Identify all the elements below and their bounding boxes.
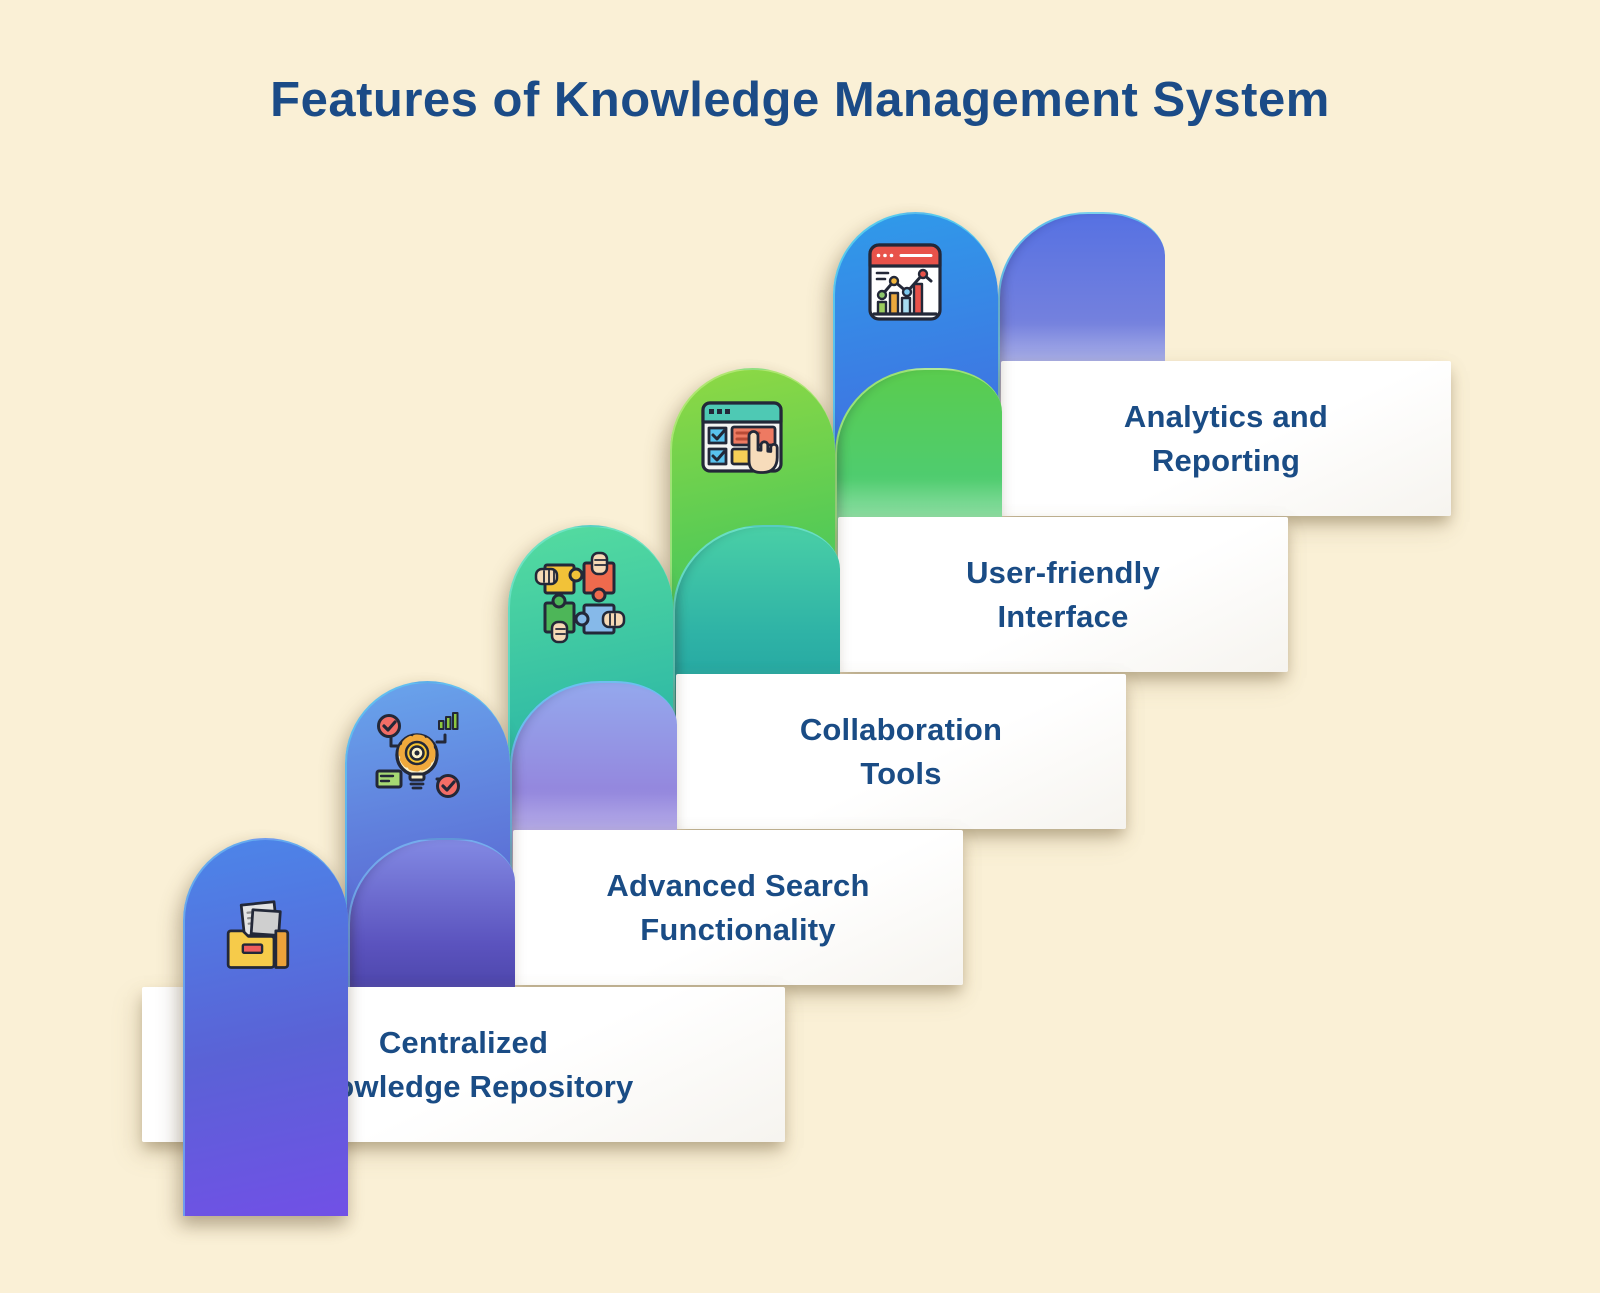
feature-label-line: Knowledge Repository <box>293 1068 634 1104</box>
feature-label-line: Centralized <box>378 1025 549 1061</box>
puzzle-pieces-icon <box>534 551 626 644</box>
feature-label-line: Advanced Search <box>606 868 870 904</box>
feature-label-line: Functionality <box>640 911 836 947</box>
feature-label-line: Tools <box>860 755 942 791</box>
feature-card: Collaboration Tools <box>676 674 1126 829</box>
feature-label-line: Reporting <box>1151 442 1301 478</box>
feature-label-line: Collaboration <box>799 712 1003 748</box>
bar-chart-window-icon <box>868 243 942 321</box>
feature-label-line: User-friendly <box>966 555 1160 591</box>
page-title: Features of Knowledge Management System <box>270 73 1330 127</box>
arch-column <box>183 838 348 1216</box>
feature-card: Analytics and Reporting <box>1001 361 1451 516</box>
feature-card: User-friendly Interface <box>838 517 1288 672</box>
feature-card: Advanced Search Functionality <box>513 830 963 985</box>
hand-cursor-window-icon <box>701 401 783 474</box>
folder-documents-icon <box>226 900 290 969</box>
feature-label-line: Interface <box>997 598 1129 634</box>
feature-label-line: Analytics and <box>1123 399 1329 435</box>
gear-lightbulb-icon <box>375 712 460 798</box>
